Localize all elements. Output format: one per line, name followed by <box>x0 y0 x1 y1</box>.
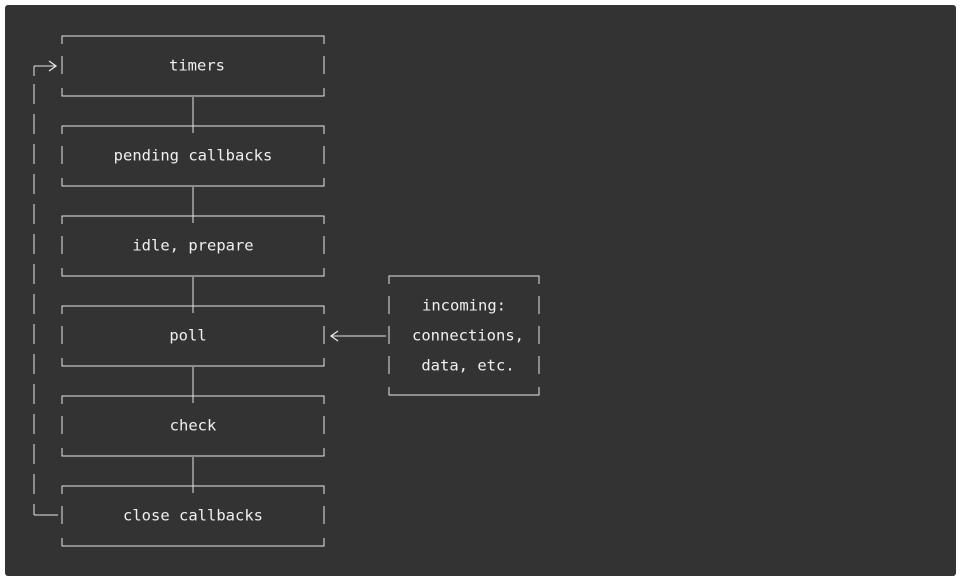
phase-box-close-callbacks: close callbacks <box>61 485 325 547</box>
phase-box-idle-prepare: idle, prepare <box>61 215 325 277</box>
phase-label-check: check <box>170 417 217 435</box>
incoming-line-3: data, etc. <box>421 357 514 375</box>
incoming-box: incoming: connections, data, etc. <box>388 275 540 396</box>
phase-label-poll: poll <box>169 327 206 345</box>
diagram-panel <box>5 5 956 576</box>
phase-box-timers: timers <box>61 35 325 97</box>
phase-boxes: timers pending callbacks idle, prepare poll… <box>61 35 325 547</box>
incoming-line-2: connections, <box>412 327 524 345</box>
phase-label-timers: timers <box>169 57 225 75</box>
arrow-into-timers <box>48 60 58 72</box>
phase-box-check: check <box>61 395 325 457</box>
phase-box-pending-callbacks: pending callbacks <box>61 125 325 187</box>
loop-back-line <box>33 60 58 516</box>
phase-box-poll: poll <box>61 305 325 367</box>
phase-label-pending-callbacks: pending callbacks <box>114 147 273 165</box>
phase-label-idle-prepare: idle, prepare <box>132 237 253 255</box>
phase-label-close-callbacks: close callbacks <box>123 507 263 525</box>
incoming-to-poll-arrow <box>329 330 386 342</box>
incoming-line-1: incoming: <box>422 297 506 315</box>
